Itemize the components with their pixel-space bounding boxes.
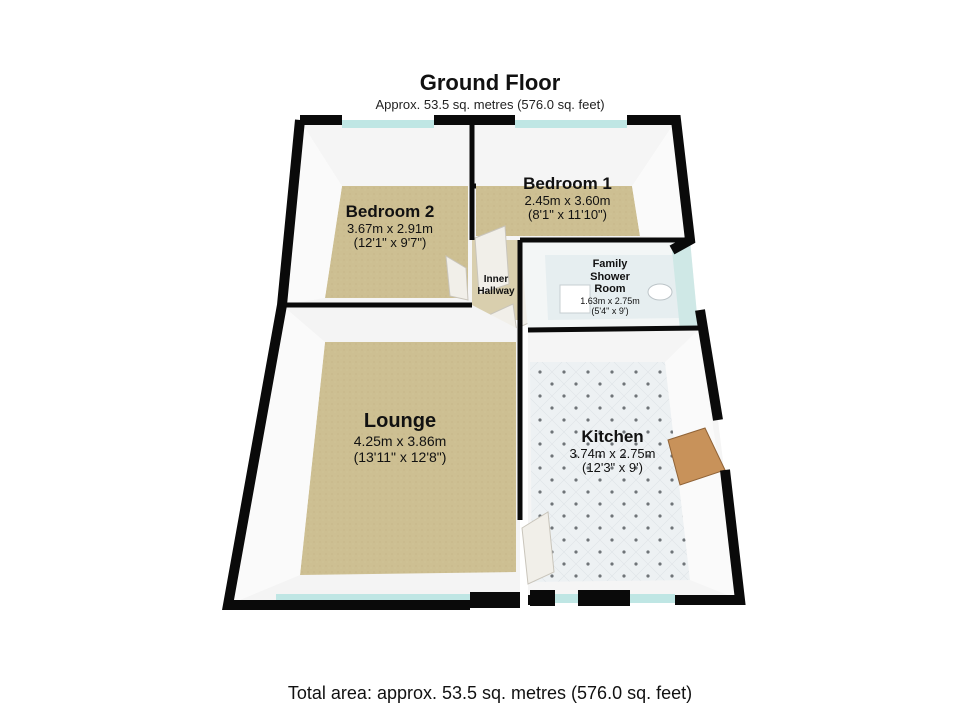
lounge-imperial: (13'11" x 12'8")	[353, 449, 447, 466]
room-bedroom-1	[472, 120, 690, 240]
label-bedroom-1: Bedroom 1 2.45m x 3.60m (8'1" x 11'10")	[505, 174, 630, 223]
label-inner-hallway: Inner Hallway	[470, 274, 522, 297]
interior-walls	[282, 120, 701, 520]
kitchen-name: Kitchen	[581, 427, 644, 446]
floor-area: Approx. 53.5 sq. metres (576.0 sq. feet)	[375, 97, 605, 112]
label-kitchen: Kitchen 3.74m x 2.75m (12'3" x 9')	[555, 427, 670, 476]
kitchen-metric: 3.74m x 2.75m	[569, 445, 656, 461]
room-family-shower	[520, 240, 698, 330]
shower-name-line1: Family	[592, 258, 628, 270]
shower-tray	[559, 284, 591, 314]
lounge-name: Lounge	[363, 410, 437, 432]
kitchen-imperial: (12'3" x 9')	[582, 460, 643, 476]
hallway-name-line2: Hallway	[477, 285, 515, 297]
hallway-door-bedroom-1	[445, 255, 469, 301]
room-kitchen	[521, 330, 740, 603]
kitchen-sill-mid	[578, 590, 630, 606]
bedroom-2-imperial: (12'1" x 9'7")	[353, 235, 427, 251]
bedroom-2-metric: 3.67m x 2.91m	[347, 220, 433, 236]
bedroom-2-window	[342, 120, 434, 128]
lounge-window	[276, 594, 470, 603]
shower-metric: 1.63m x 2.75m	[580, 295, 640, 306]
shower-name-line3: Room	[594, 283, 626, 296]
bedroom-1-imperial: (8'1" x 11'10")	[528, 207, 607, 223]
lounge-metric: 4.25m x 3.86m	[353, 433, 447, 449]
shower-imperial: (5'4" x 9')	[591, 306, 629, 317]
label-shower-room: Family Shower Room 1.63m x 2.75m (5'4" x…	[570, 258, 650, 317]
shower-name-line2: Shower	[590, 270, 630, 283]
kitchen-sill-left	[530, 590, 555, 606]
floor-title: Ground Floor	[419, 70, 561, 95]
hallway-door-bedroom-2	[474, 225, 510, 295]
kitchen-side-door	[521, 511, 555, 585]
label-bedroom-2: Bedroom 2 3.67m x 2.91m (12'1" x 9'7")	[330, 202, 450, 251]
bedroom-1-floor	[476, 186, 640, 236]
kitchen-floor	[530, 362, 690, 582]
bedroom-2-name: Bedroom 2	[345, 202, 435, 221]
total-area: Total area: approx. 53.5 sq. metres (576…	[287, 683, 693, 703]
bedroom-1-metric: 2.45m x 3.60m	[524, 192, 611, 208]
label-lounge: Lounge 4.25m x 3.86m (13'11" x 12'8")	[325, 410, 475, 465]
bedroom-2-floor	[325, 186, 468, 298]
room-bedroom-2	[282, 120, 472, 305]
toilet	[647, 283, 673, 301]
room-lounge	[228, 305, 520, 605]
bedroom-1-name: Bedroom 1	[523, 174, 612, 193]
bedroom-1-window	[515, 120, 627, 128]
lounge-floor	[300, 342, 516, 575]
hallway-name-line1: Inner	[483, 274, 509, 285]
lounge-sill	[470, 592, 520, 608]
